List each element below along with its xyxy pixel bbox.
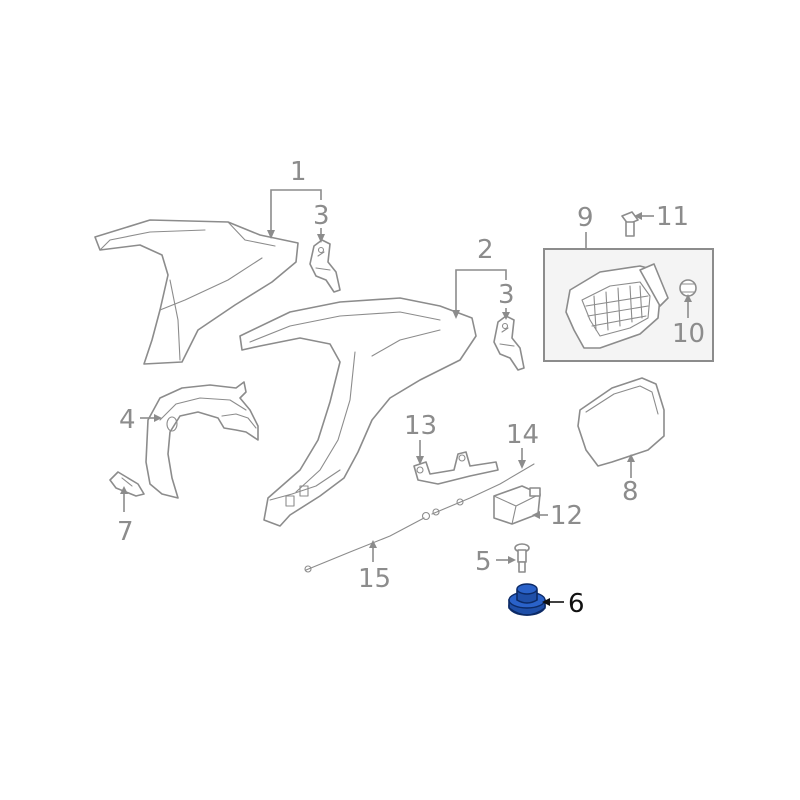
wheelhouse-liner (145, 381, 259, 499)
callout-10: 10 (672, 319, 705, 349)
actuator-part-12 (493, 485, 541, 525)
hinge-part-13 (413, 451, 499, 485)
fuel-door (577, 377, 665, 467)
cable-part-14 (431, 463, 535, 516)
leader-lines (120, 189, 692, 606)
quarter-panel-upper (94, 219, 299, 365)
callout-12: 12 (550, 501, 583, 531)
callout-6[interactable]: 6 (568, 589, 585, 619)
callout-5: 5 (475, 547, 492, 577)
bracket-part-3-lower (493, 315, 525, 371)
fuel-door-housing-box (543, 248, 714, 362)
callout-9: 9 (577, 203, 594, 233)
callout-labels: 1 2 3 3 4 5 6 7 8 9 10 11 12 13 14 15 (117, 157, 705, 619)
clip-part-10 (679, 279, 697, 297)
bracket-part-3-upper (309, 239, 341, 293)
callout-2: 2 (477, 235, 494, 265)
clip-part-7 (109, 471, 145, 497)
callout-11: 11 (656, 202, 689, 232)
callout-3-lower: 3 (498, 280, 515, 310)
cable-part-15 (304, 511, 431, 573)
screw-part-5 (514, 543, 530, 573)
callout-4: 4 (119, 405, 136, 435)
bolt-part-11 (621, 211, 639, 237)
callout-14: 14 (506, 420, 539, 450)
callout-3-upper: 3 (313, 201, 330, 231)
quarter-panel-lower (239, 297, 477, 527)
callout-15: 15 (358, 564, 391, 594)
callout-1: 1 (290, 157, 307, 187)
callout-8: 8 (622, 477, 639, 507)
callout-13: 13 (404, 411, 437, 441)
callout-7: 7 (117, 517, 134, 547)
grommet-part-6-highlighted[interactable] (508, 583, 546, 616)
